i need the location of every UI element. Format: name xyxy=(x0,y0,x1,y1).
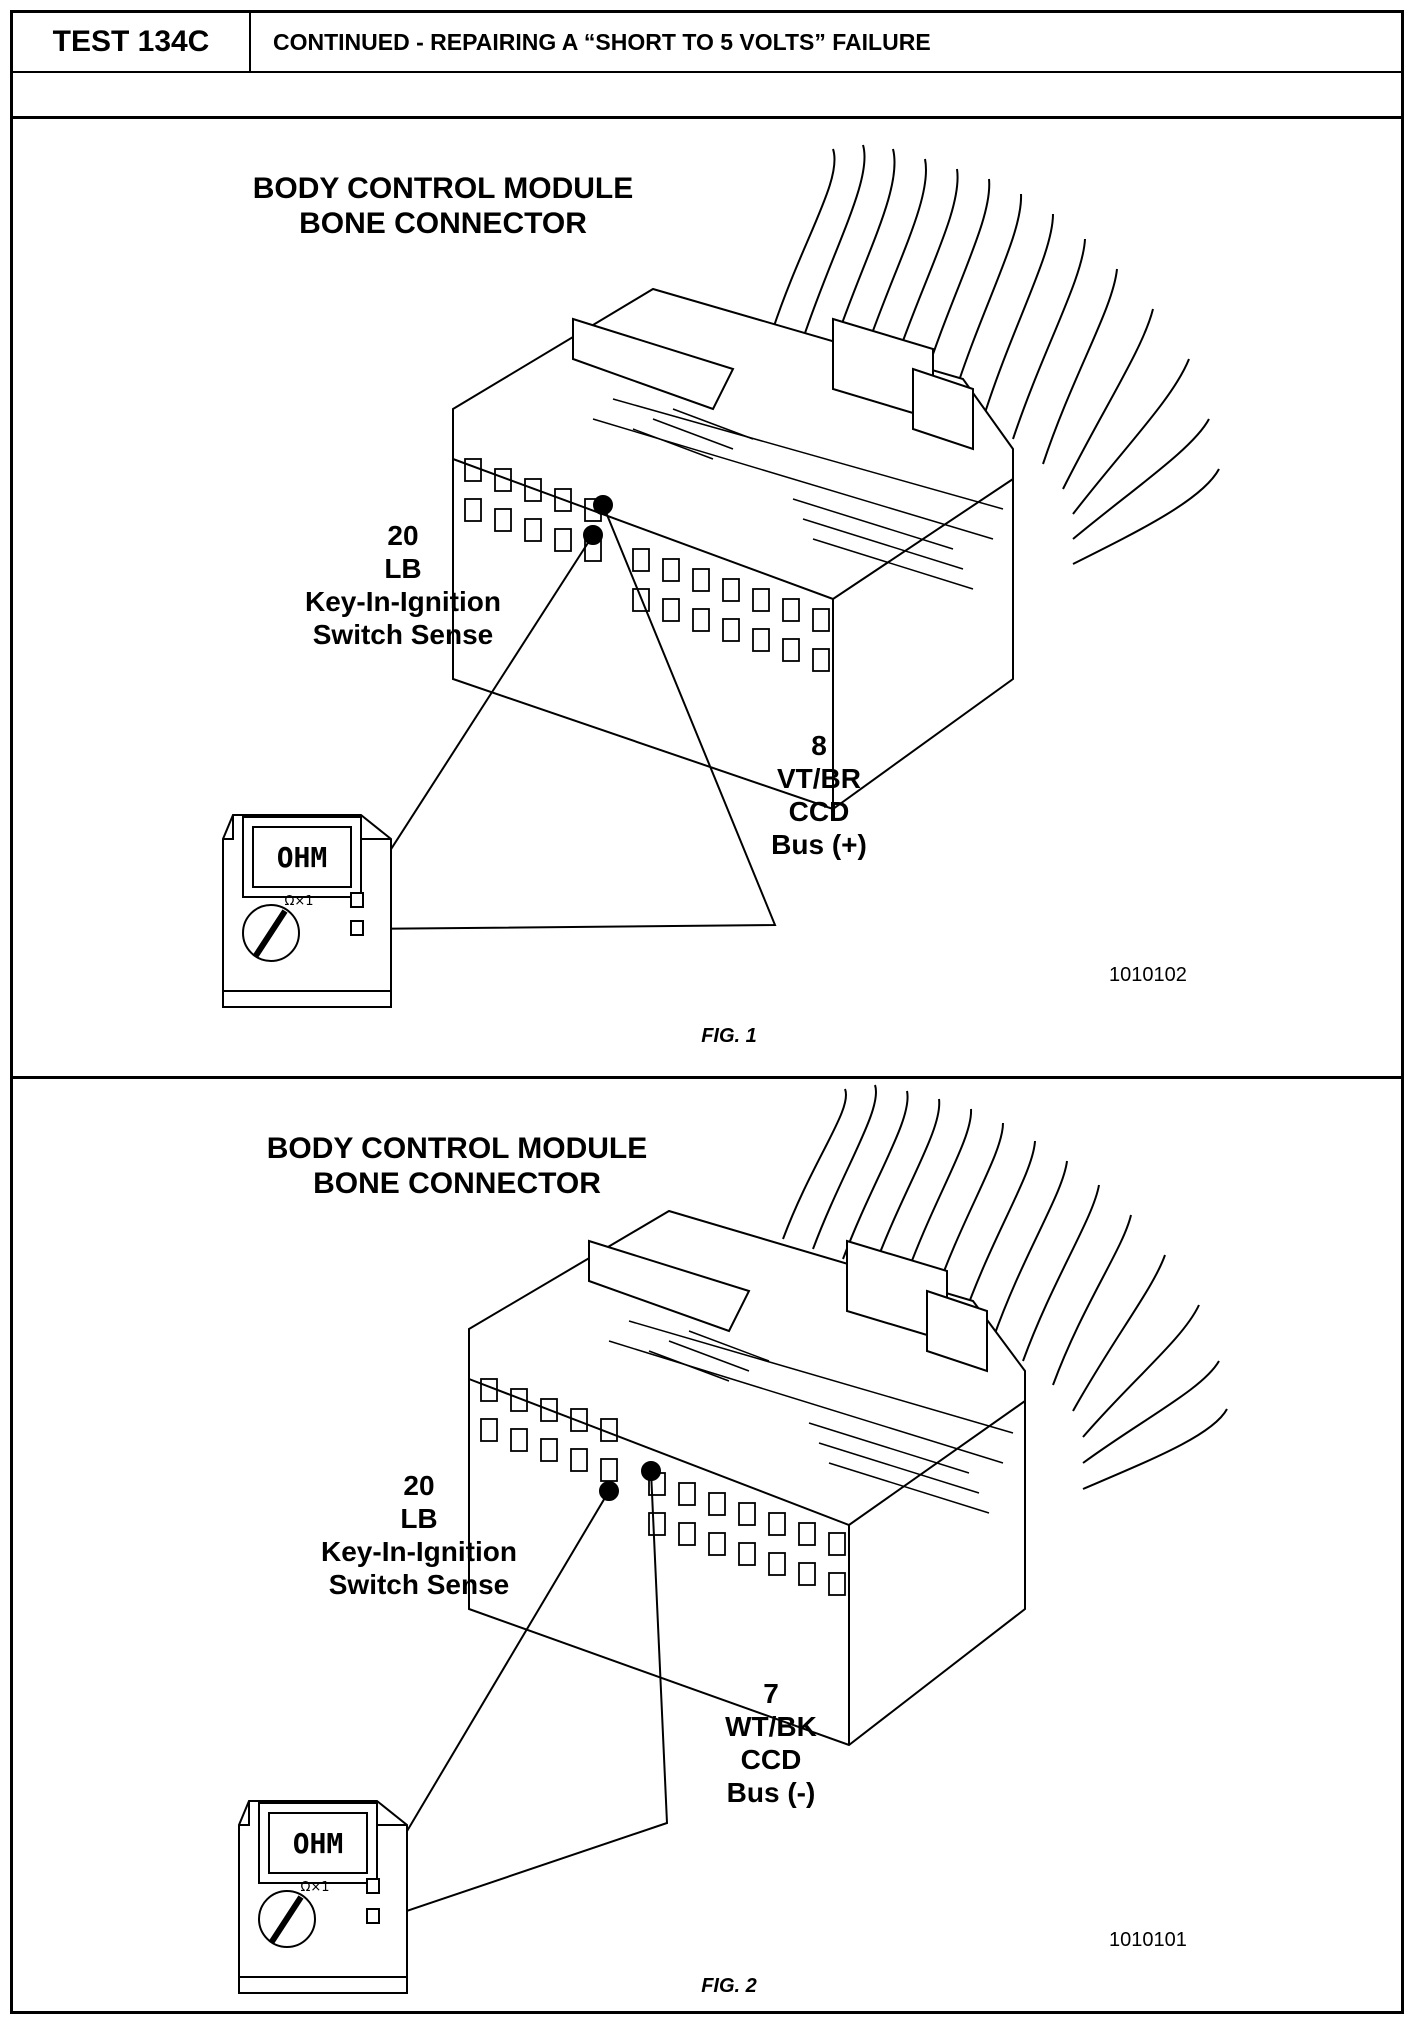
svg-text:Ω×1: Ω×1 xyxy=(300,1880,329,1895)
figure-1-drawing: OHM Ω×1 xyxy=(222,144,1220,1008)
pin-number: 7 xyxy=(763,1678,779,1709)
figure-2-title: BODY CONTROL MODULE BONE CONNECTOR xyxy=(197,1131,717,1202)
test-lead-1 xyxy=(374,1490,610,1886)
circuit-name: CCD xyxy=(788,796,850,828)
pin-number: 20 xyxy=(403,1470,435,1501)
document-frame: TEST 134C CONTINUED - REPAIRING A “SHORT… xyxy=(10,10,1404,2014)
figure-2-image-id: 1010101 xyxy=(1109,1929,1187,1951)
circuit-name: Bus (+) xyxy=(771,829,867,861)
figure-2-drawing: OHM Ω×1 xyxy=(238,1084,1228,1994)
figure-2-title-line2: BONE CONNECTOR xyxy=(313,1167,601,1201)
pin-number: 8 xyxy=(811,730,827,761)
circuit-name: Bus (-) xyxy=(726,1777,816,1809)
wire-color: VT/BR xyxy=(777,763,861,795)
figure-1-pin-20-label: 20 LB Key-In-Ignition Switch Sense xyxy=(253,519,553,651)
test-id: TEST 134C xyxy=(13,13,251,71)
test-header: TEST 134C CONTINUED - REPAIRING A “SHORT… xyxy=(13,13,1401,73)
figure-2-pin-7-label: 7 WT/BK CCD Bus (-) xyxy=(621,1677,921,1809)
figure-1-pin-8-label: 8 VT/BR CCD Bus (+) xyxy=(669,729,969,861)
figure-2-panel: OHM Ω×1 BODY CONTROL MODULE BONE CONNECT… xyxy=(13,1079,1401,2011)
test-lead-1 xyxy=(358,534,594,900)
circuit-name: Switch Sense xyxy=(328,1569,510,1601)
figure-1-image-id: 1010102 xyxy=(1109,964,1187,986)
ohmmeter-icon: OHM Ω×1 xyxy=(222,814,392,1008)
wire-color: LB xyxy=(384,553,422,585)
svg-text:OHM: OHM xyxy=(277,841,328,874)
wire-color: WT/BK xyxy=(725,1711,817,1743)
figure-2-caption: FIG. 2 xyxy=(701,1975,757,1997)
test-lead-2 xyxy=(376,1470,669,1922)
circuit-name: Key-In-Ignition xyxy=(305,586,501,618)
test-title: CONTINUED - REPAIRING A “SHORT TO 5 VOLT… xyxy=(273,29,931,55)
wire-color: LB xyxy=(400,1503,438,1535)
bone-connector-illustration xyxy=(468,1209,1026,1747)
figure-1-title-line2: BONE CONNECTOR xyxy=(299,207,587,241)
wire-harness xyxy=(772,144,1220,565)
pin-number: 20 xyxy=(387,520,419,551)
figure-1-caption: FIG. 1 xyxy=(701,1025,757,1047)
circuit-name: Switch Sense xyxy=(312,619,494,651)
svg-text:OHM: OHM xyxy=(293,1827,344,1860)
svg-text:Ω×1: Ω×1 xyxy=(284,894,313,909)
ohmmeter-icon: OHM Ω×1 xyxy=(238,1800,408,1994)
figure-2-pin-20-label: 20 LB Key-In-Ignition Switch Sense xyxy=(269,1469,569,1601)
figure-1-title: BODY CONTROL MODULE BONE CONNECTOR xyxy=(183,171,703,242)
header-spacer-row xyxy=(13,73,1401,119)
figure-2-title-line1: BODY CONTROL MODULE xyxy=(266,1132,648,1165)
figure-1-panel: OHM Ω×1 BODY CONTROL MODULE BONE CONNECT… xyxy=(13,119,1401,1079)
circuit-name: CCD xyxy=(740,1744,802,1776)
bone-connector-illustration xyxy=(452,287,1014,811)
test-lead-2 xyxy=(360,504,777,930)
circuit-name: Key-In-Ignition xyxy=(321,1536,517,1568)
figure-1-title-line1: BODY CONTROL MODULE xyxy=(252,172,634,205)
